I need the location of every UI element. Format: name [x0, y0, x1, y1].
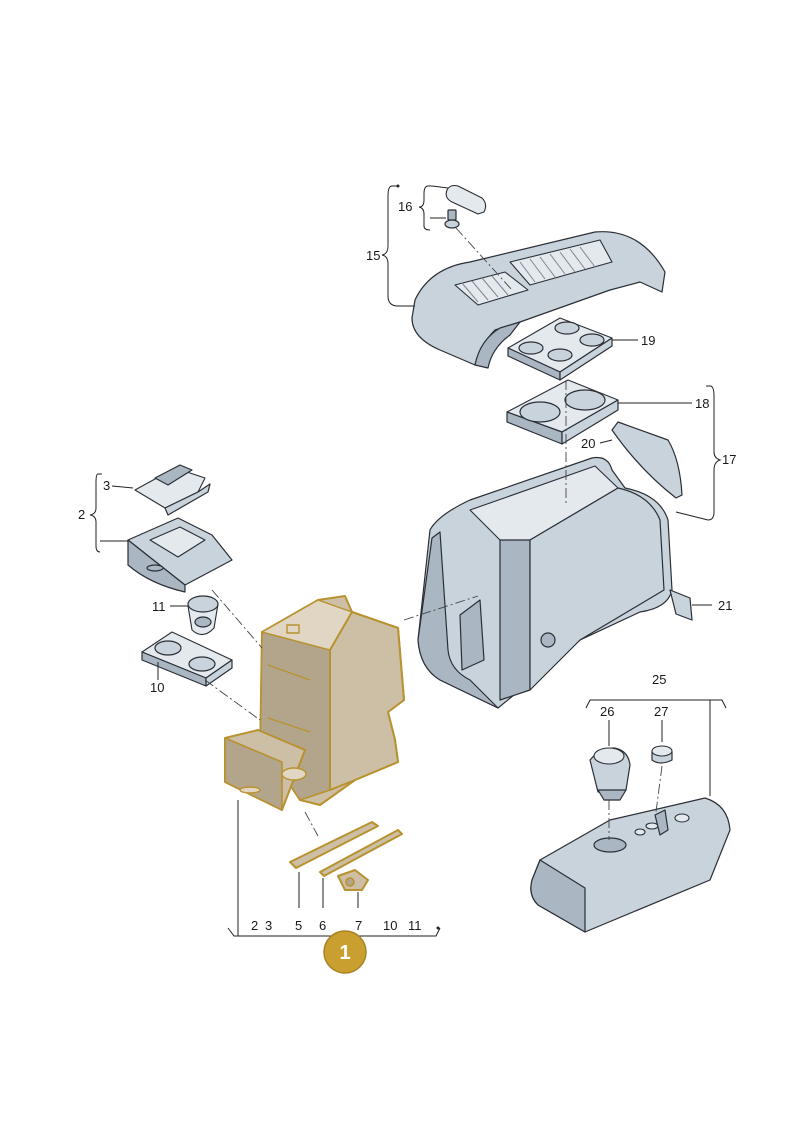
cupholder-insert-left[interactable]	[141, 631, 233, 687]
socket-housing[interactable]	[589, 747, 631, 801]
lid-screw[interactable]	[444, 209, 460, 229]
callout-2: 2	[78, 507, 85, 522]
storage-tray-lid[interactable]	[134, 464, 211, 516]
latch-part[interactable]	[337, 869, 369, 891]
assembly-lines	[204, 227, 663, 840]
callout-18: 18	[695, 396, 709, 411]
callout-10: 10	[150, 680, 164, 695]
lid-cover-cap[interactable]	[445, 184, 487, 215]
callout-27: 27	[654, 704, 668, 719]
cap-part[interactable]	[651, 745, 673, 764]
callout-3: 3	[103, 478, 110, 493]
callout-labels: 15 16 19 18 20 17 21 3 2 11 10 25 26 27 …	[78, 199, 736, 933]
cupholder-insert-four[interactable]	[507, 317, 613, 381]
cupholder-insert-two[interactable]	[506, 379, 619, 445]
bottom-label-7: 7	[355, 918, 362, 933]
bracket-part[interactable]	[654, 809, 669, 836]
cup-insert[interactable]	[187, 595, 219, 636]
bottom-label-11: 11	[408, 918, 422, 933]
badge-number: 1	[339, 942, 350, 964]
armrest-lid[interactable]	[411, 231, 666, 369]
storage-tray[interactable]	[127, 517, 233, 593]
callout-20: 20	[581, 436, 595, 451]
main-part-badge[interactable]: 1	[323, 930, 367, 974]
side-trim-panel[interactable]	[611, 421, 683, 499]
bottom-label-10: 10	[383, 918, 397, 933]
bottom-label-2: 2	[251, 918, 258, 933]
callout-19: 19	[641, 333, 655, 348]
callout-26: 26	[600, 704, 614, 719]
slide-strip[interactable]	[319, 829, 403, 877]
small-clip[interactable]	[669, 589, 693, 621]
console-housing[interactable]	[417, 456, 673, 709]
rear-console-section[interactable]	[530, 797, 731, 933]
callout-17: 17	[722, 452, 736, 467]
guide-rail[interactable]	[289, 821, 379, 869]
callout-21: 21	[718, 598, 732, 613]
callout-11: 11	[152, 599, 166, 614]
bottom-label-3: 3	[265, 918, 272, 933]
callout-15: 15	[366, 248, 380, 263]
bottom-label-5: 5	[295, 918, 302, 933]
bottom-label-6: 6	[319, 918, 326, 933]
callout-25: 25	[652, 672, 666, 687]
highlighted-drawer[interactable]	[224, 729, 307, 811]
callout-16: 16	[398, 199, 412, 214]
